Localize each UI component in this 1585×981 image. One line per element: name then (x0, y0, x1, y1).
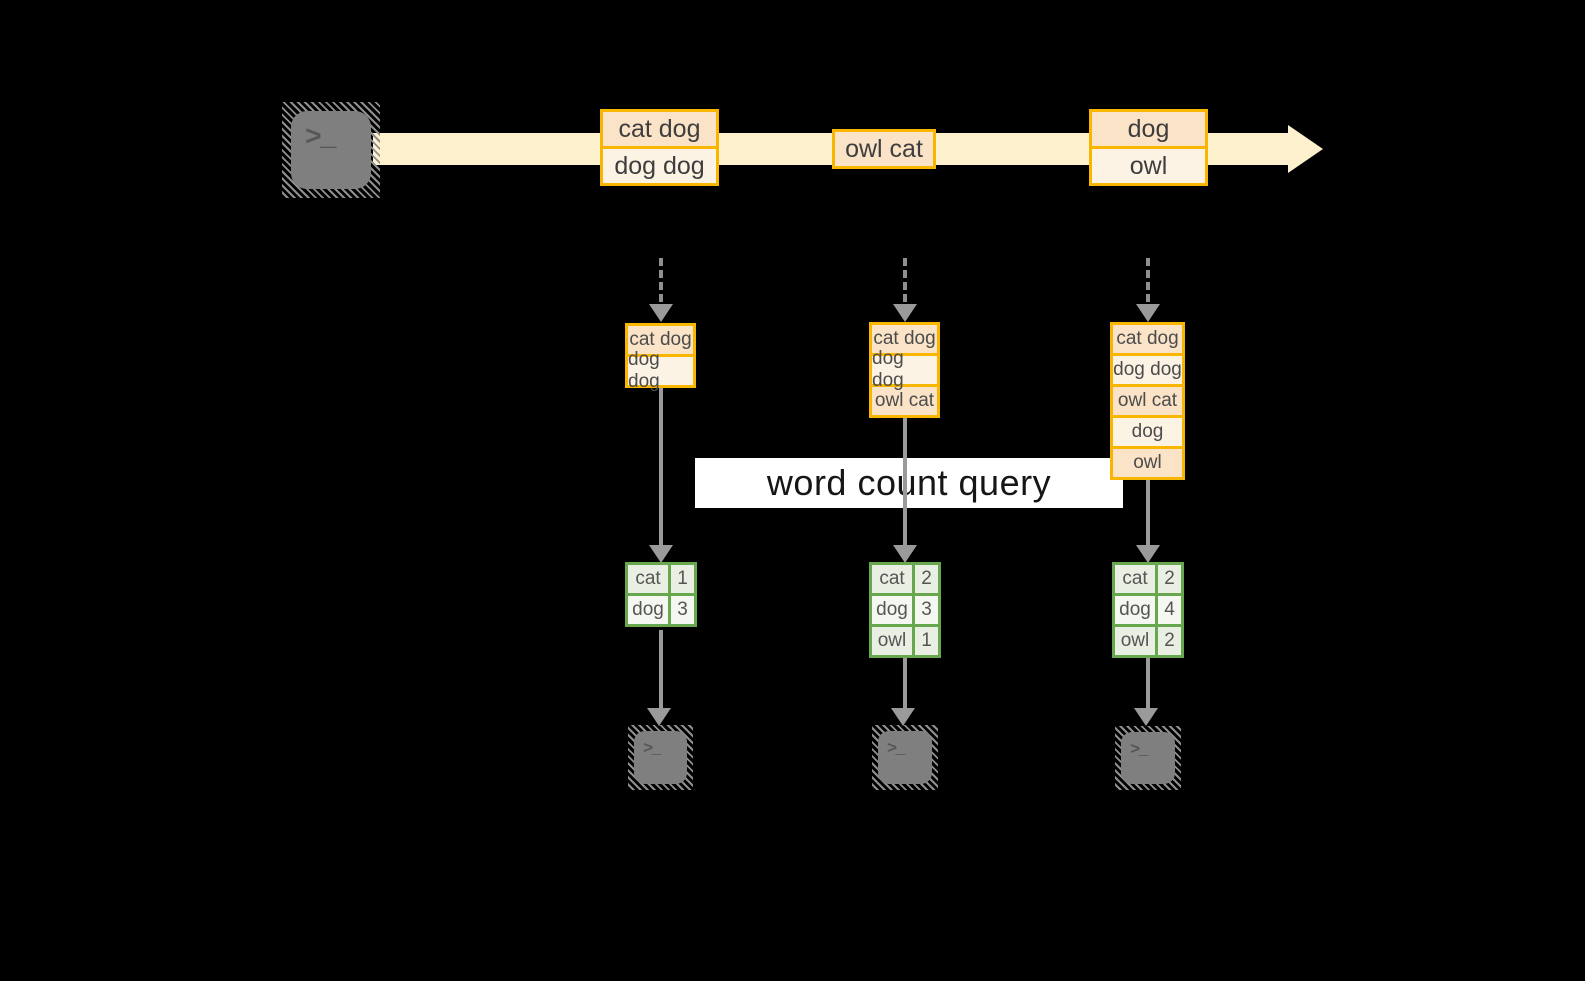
stream-batch-row: dog dog (603, 146, 716, 183)
input-row: dog (1113, 415, 1182, 446)
connector-col1-upper (659, 388, 663, 546)
input-row: cat dog (872, 325, 937, 353)
input-row: cat dog (1113, 325, 1182, 353)
input-row: dog dog (872, 348, 937, 391)
result-count: 4 (1164, 599, 1175, 620)
result-word: owl (1115, 627, 1158, 655)
terminal-prompt-glyph: >_ (887, 740, 905, 759)
connector-col2-upper (903, 418, 907, 546)
stream-batch-2: owl cat (832, 129, 936, 169)
input-row: dog dog (1113, 353, 1182, 384)
input-table-2: cat dog dog dog owl cat (869, 322, 940, 418)
stream-batch-row: owl cat (835, 132, 933, 166)
dashed-arrow-col1 (659, 258, 663, 302)
result-count: 2 (1164, 630, 1175, 651)
result-row: dog 3 (872, 593, 938, 624)
result-count: 1 (677, 568, 688, 589)
result-row: owl 1 (872, 624, 938, 655)
source-terminal-icon: >_ (282, 102, 380, 198)
result-row: cat 1 (628, 565, 694, 593)
result-word: cat (628, 565, 671, 593)
arrowhead-col1-sink (647, 708, 671, 726)
stream-batch-row: cat dog (603, 112, 716, 146)
result-table-1: cat 1 dog 3 (625, 562, 697, 627)
dashed-arrowhead-col2 (893, 304, 917, 322)
input-row: owl (1113, 446, 1182, 477)
result-row: cat 2 (872, 565, 938, 593)
input-row: owl cat (1113, 384, 1182, 415)
dashed-arrow-col3 (1146, 258, 1150, 302)
dashed-arrow-col2 (903, 258, 907, 302)
terminal-prompt-glyph: >_ (643, 740, 661, 759)
sink-terminal-icon-2: >_ (872, 725, 938, 790)
result-word: cat (1115, 565, 1158, 593)
result-count: 3 (677, 599, 688, 620)
stream-arrowhead-icon (1288, 125, 1323, 173)
result-count: 3 (921, 599, 932, 620)
sink-terminal-icon-3: >_ (1115, 726, 1181, 790)
terminal-icon-body: >_ (1121, 732, 1175, 784)
result-row: dog 4 (1115, 593, 1181, 624)
result-word: dog (872, 596, 915, 624)
input-row: dog dog (628, 349, 693, 392)
input-table-1: cat dog dog dog (625, 323, 696, 392)
arrowhead-col3-sink (1134, 708, 1158, 726)
input-row: owl cat (872, 384, 937, 415)
result-table-3: cat 2 dog 4 owl 2 (1112, 562, 1184, 658)
result-word: dog (1115, 596, 1158, 624)
stream-batch-row: dog (1092, 112, 1205, 146)
result-word: dog (628, 596, 671, 624)
query-label-band: word count query (695, 458, 1123, 508)
arrowhead-col1-result (649, 545, 673, 563)
result-word: cat (872, 565, 915, 593)
input-table-3: cat dog dog dog owl cat dog owl (1110, 322, 1185, 480)
result-row: cat 2 (1115, 565, 1181, 593)
terminal-prompt-glyph: >_ (305, 123, 337, 154)
input-row: cat dog (628, 326, 693, 354)
stream-batch-row: owl (1092, 146, 1205, 183)
connector-col3-lower (1146, 658, 1150, 708)
arrowhead-col2-result (893, 545, 917, 563)
result-row: dog 3 (628, 593, 694, 624)
sink-terminal-icon-1: >_ (628, 725, 693, 790)
stream-batch-3: dog owl (1089, 109, 1208, 186)
stream-batch-1: cat dog dog dog (600, 109, 719, 186)
dashed-arrowhead-col3 (1136, 304, 1160, 322)
result-count: 2 (1164, 568, 1175, 589)
connector-col2-lower (903, 658, 907, 708)
result-table-2: cat 2 dog 3 owl 1 (869, 562, 941, 658)
result-row: owl 2 (1115, 624, 1181, 655)
dashed-arrowhead-col1 (649, 304, 673, 322)
result-word: owl (872, 627, 915, 655)
result-count: 2 (921, 568, 932, 589)
arrowhead-col3-result (1136, 545, 1160, 563)
query-label: word count query (766, 462, 1052, 503)
result-count: 1 (921, 630, 932, 651)
connector-col3-upper (1146, 480, 1150, 546)
terminal-icon-body: >_ (634, 731, 687, 784)
terminal-icon-body: >_ (878, 731, 932, 784)
terminal-icon-body: >_ (291, 111, 371, 189)
terminal-prompt-glyph: >_ (1130, 741, 1148, 760)
connector-col1-lower (659, 630, 663, 708)
arrowhead-col2-sink (891, 708, 915, 726)
